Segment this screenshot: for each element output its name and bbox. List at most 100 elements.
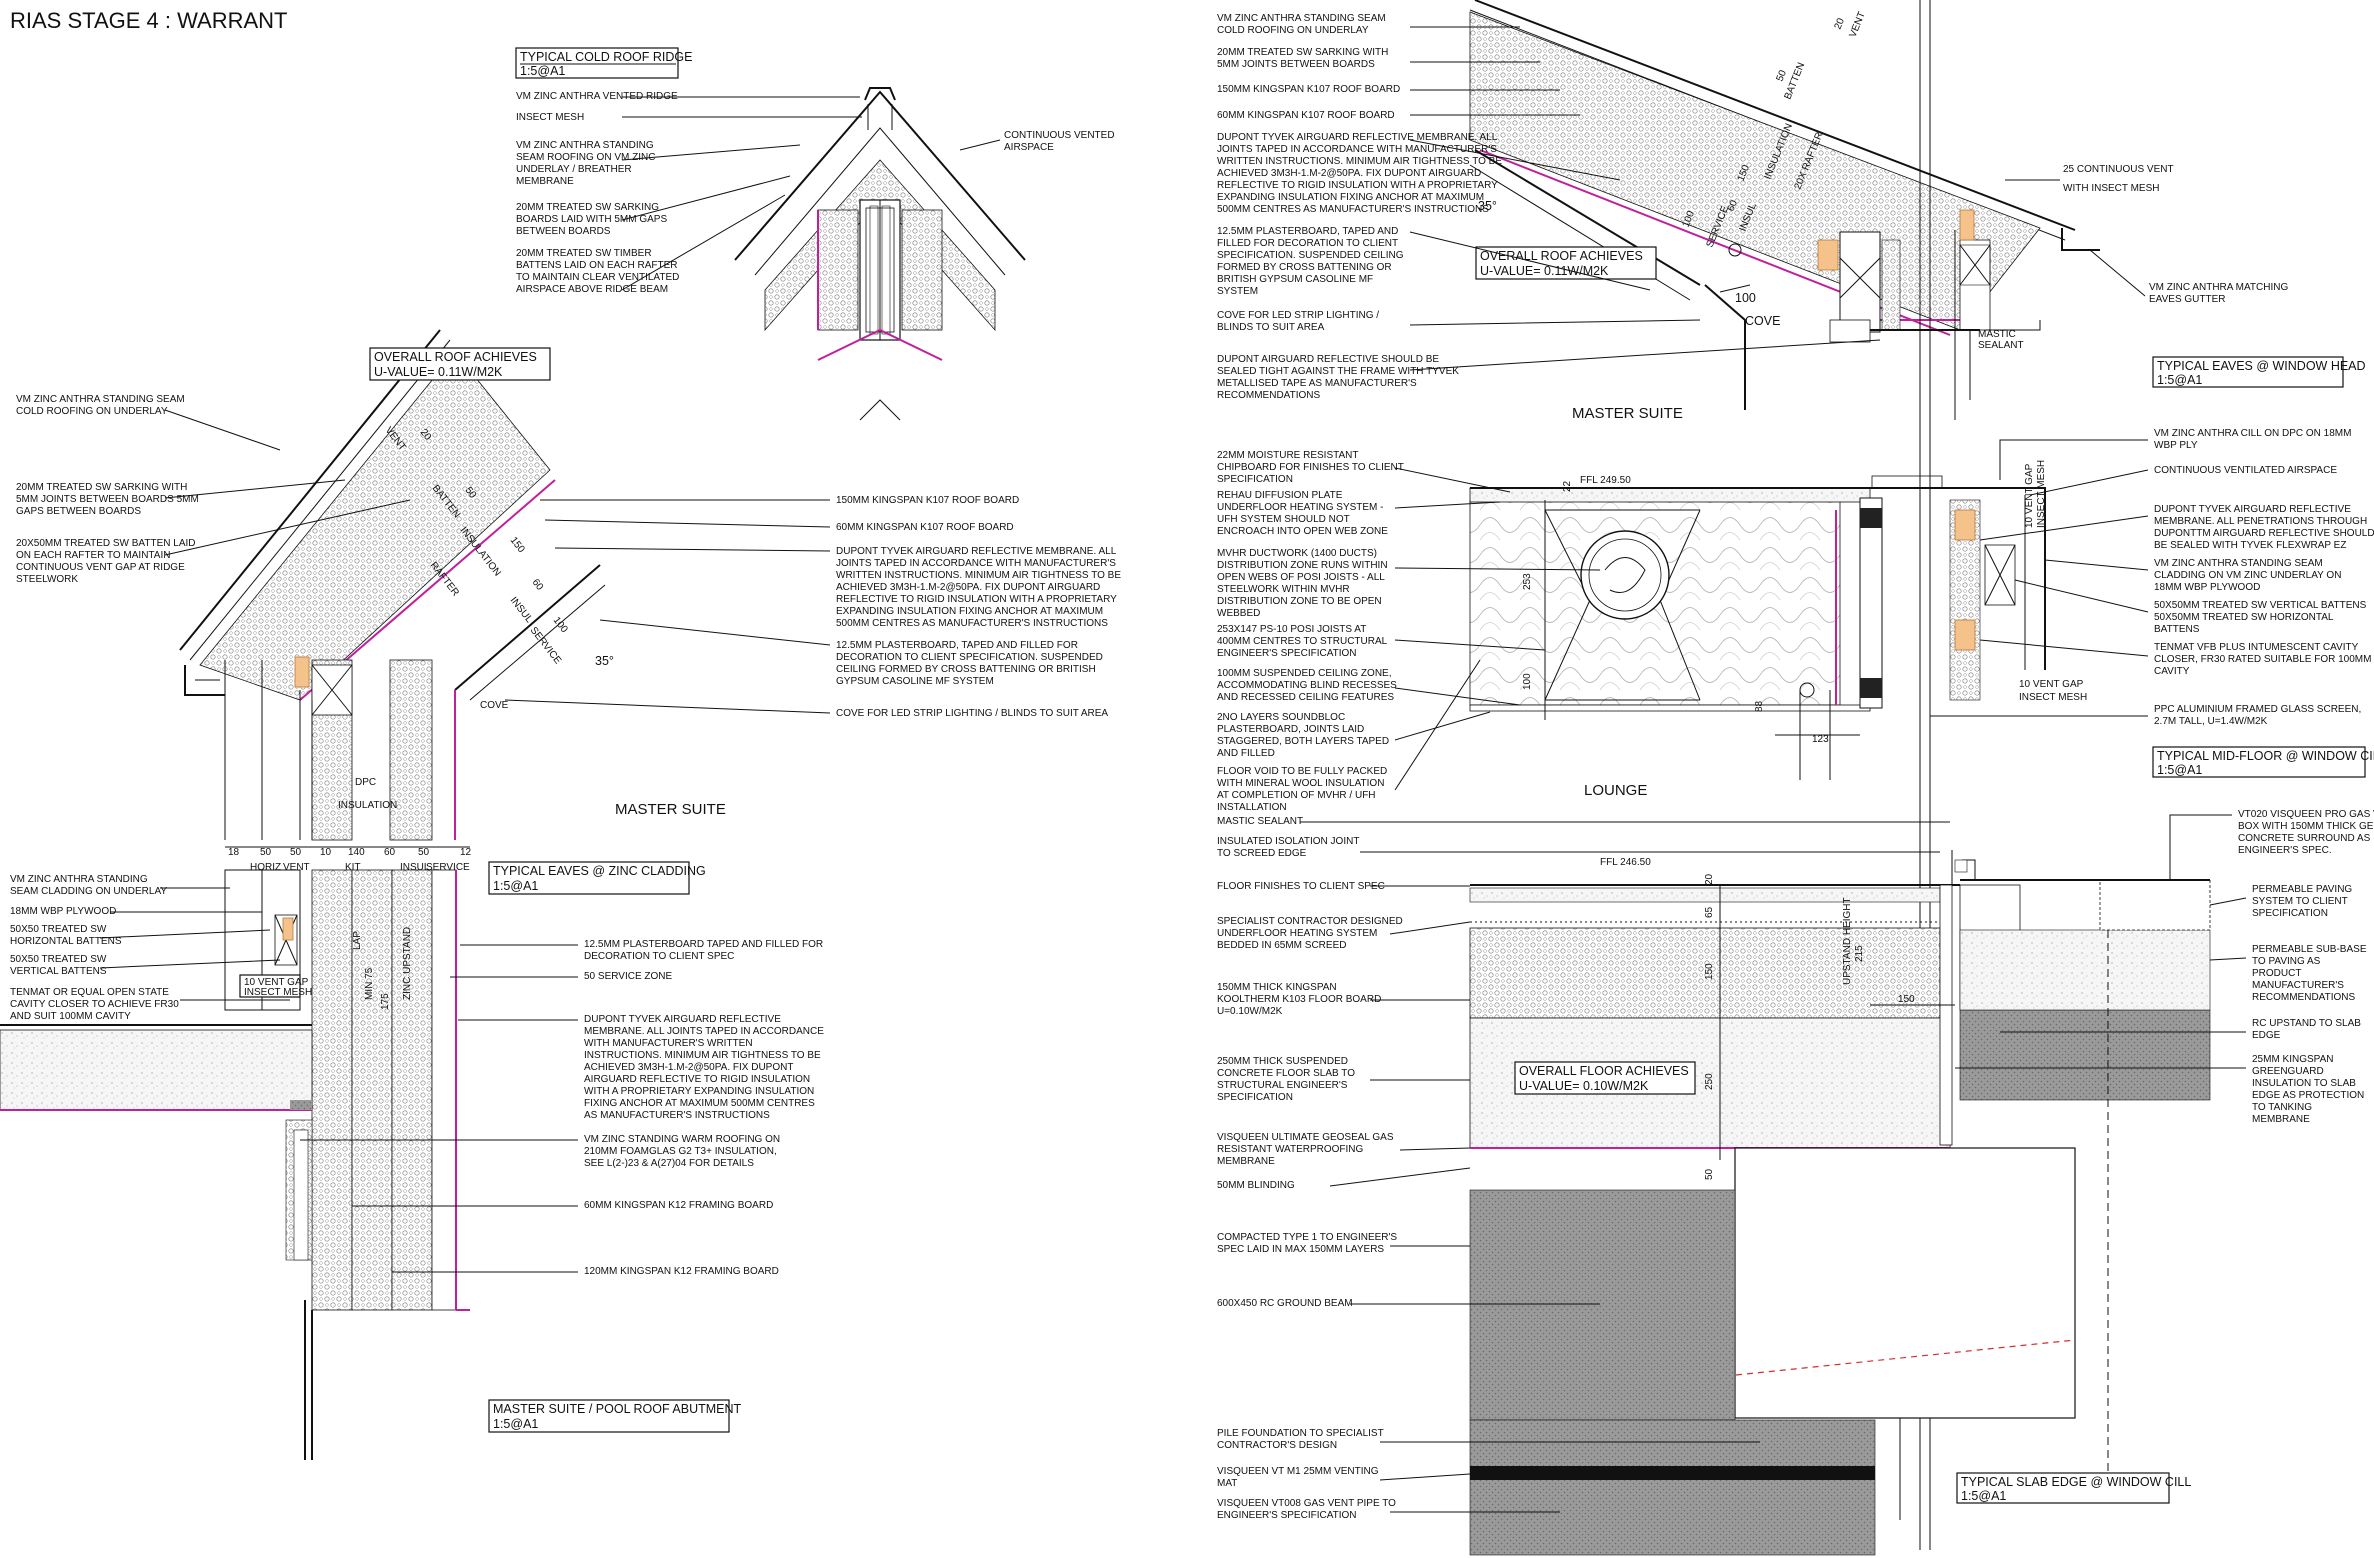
ffl-label: FFL 249.50 (1580, 475, 1631, 486)
eaves-zinc-title: TYPICAL EAVES @ ZINC CLADDING (493, 864, 706, 878)
note: RECOMMENDATIONS (2252, 992, 2355, 1003)
note: BOX WITH 150MM THICK GEN3 (2238, 821, 2374, 832)
note: BRITISH GYPSUM CASOLINE MF (1217, 274, 1373, 285)
note: PPC ALUMINIUM FRAMED GLASS SCREEN, (2154, 704, 2361, 715)
note: COVE FOR LED STRIP LIGHTING / BLINDS TO … (836, 708, 1108, 719)
note: INSULATED ISOLATION JOINT (1217, 836, 1359, 847)
ridge-right-note: AIRSPACE (1004, 142, 1054, 153)
note: WRITTEN INSTRUCTIONS. MINIMUM AIR TIGHTN… (1217, 156, 1502, 167)
eaves-zinc-right-notes: 150MM KINGSPAN K107 ROOF BOARD 60MM KING… (836, 495, 1121, 719)
ridge-note: VM ZINC ANTHRA VENTED RIDGE (516, 91, 678, 102)
layer-label: 60 (530, 577, 546, 593)
note: AIRGUARD REFLECTIVE TO RIGID INSULATION (584, 1074, 810, 1085)
note: 600X450 RC GROUND BEAM (1217, 1298, 1353, 1309)
upstand-dim: 175 (380, 993, 391, 1010)
note: MEMBRANE (2252, 1114, 2310, 1125)
slab-edge-detail: FFL 246.50 20 65 150 250 50 215 150 UPST… (1217, 809, 2374, 1556)
ridge-note: 20MM TREATED SW TIMBER (516, 248, 652, 259)
note: PLASTERBOARD, JOINTS LAID (1217, 724, 1364, 735)
note: CHIPBOARD FOR FINISHES TO CLIENT (1217, 462, 1404, 473)
note: 22MM MOISTURE RESISTANT (1217, 450, 1359, 461)
note: 500MM CENTRES AS MANUFACTURER'S INSTRUCT… (836, 618, 1108, 629)
note: EXPANDING INSULATION FIXING ANCHOR AT MA… (1217, 192, 1484, 203)
note: 25 CONTINUOUS VENT (2063, 164, 2174, 175)
note: ENCROACH INTO OPEN WEB ZONE (1217, 526, 1388, 537)
note: METALLISED TAPE AS MANUFACTURER'S (1217, 378, 1417, 389)
note: CEILING FORMED BY CROSS BATTENING OR BRI… (836, 664, 1096, 675)
note: 5MM JOINTS BETWEEN BOARDS 5MM (16, 494, 199, 505)
note: BATTENS (2154, 624, 2200, 635)
vent-tag: 10 VENT GAP (2024, 463, 2035, 528)
note: 210MM FOAMGLAS G2 T3+ INSULATION, (584, 1146, 777, 1157)
note: EDGE (2252, 1030, 2281, 1041)
dim-label: VENT (283, 862, 310, 873)
note: PILE FOUNDATION TO SPECIALIST (1217, 1428, 1384, 1439)
room-label: MASTER SUITE (1572, 405, 1683, 422)
dim-value: 215 (1854, 945, 1865, 962)
dim-value: 50 (1704, 1168, 1715, 1180)
note: OPEN WEBS OF POSI JOISTS - ALL (1217, 572, 1385, 583)
layer-label: VENT (1848, 10, 1868, 39)
layer-label: 60 (1726, 198, 1741, 213)
note: CONTRACTOR'S DESIGN (1217, 1440, 1337, 1451)
vent-tag: INSECT MESH (244, 987, 312, 998)
note: FLOOR VOID TO BE FULLY PACKED (1217, 766, 1387, 777)
note: CLADDING ON VM ZINC UNDERLAY ON (2154, 570, 2341, 581)
note: VISQUEEN VT008 GAS VENT PIPE TO (1217, 1498, 1396, 1509)
dim-value: 100 (1735, 291, 1756, 305)
note: AND RECESSED CEILING FEATURES (1217, 692, 1394, 703)
note: VT020 VISQUEEN PRO GAS VENT (2238, 809, 2374, 820)
dim-value: 88 (1754, 700, 1765, 712)
note: SPECIFICATION (1217, 1092, 1293, 1103)
note: KOOLTHERM K103 FLOOR BOARD (1217, 994, 1381, 1005)
dim-value: 140 (348, 847, 365, 858)
dim-value: 60 (384, 847, 396, 858)
note: 50X50 TREATED SW (10, 924, 107, 935)
note: GAPS BETWEEN BOARDS (16, 506, 141, 517)
dim-label: SERVICE (426, 862, 470, 873)
dim-value: 150 (1704, 963, 1715, 980)
note: PRODUCT (2252, 968, 2301, 979)
note: EDGE AS PROTECTION (2252, 1090, 2364, 1101)
ridge-note: BATTENS LAID ON EACH RAFTER (516, 260, 678, 271)
upstand-dim: LAP (352, 931, 363, 950)
note: SYSTEM (1217, 286, 1258, 297)
vent-tag: INSECT MESH (2019, 692, 2087, 703)
note: ENGINEER'S SPECIFICATION (1217, 1510, 1357, 1521)
u-value: U-VALUE= 0.11W/M2K (374, 365, 503, 379)
note: 25MM KINGSPAN (2252, 1054, 2334, 1065)
upstand-label: ZINC UPSTAND (402, 927, 413, 1000)
ridge-scale: 1:5@A1 (520, 64, 565, 78)
note: COVE FOR LED STRIP LIGHTING / (1217, 310, 1379, 321)
note: 60MM KINGSPAN K12 FRAMING BOARD (584, 1200, 773, 1211)
note: STAGGERED, BOTH LAYERS TAPED (1217, 736, 1389, 747)
dim-value: 123 (1812, 734, 1829, 745)
ridge-detail: TYPICAL COLD ROOF RIDGE 1:5@A1 VM ZINC A… (515, 47, 1115, 421)
note: VM ZINC ANTHRA STANDING SEAM (1217, 13, 1386, 24)
note: 500MM CENTRES AS MANUFACTURER'S INSTRUCT… (1217, 204, 1489, 215)
note: INSTRUCTIONS. MINIMUM AIR TIGHTNESS TO B… (584, 1050, 821, 1061)
note: DECORATION TO CLIENT SPECIFICATION. SUSP… (836, 652, 1103, 663)
dim-value: 253 (1522, 573, 1533, 590)
note: WITH MINERAL WOOL INSULATION (1217, 778, 1384, 789)
dim-value: 18 (228, 847, 240, 858)
dim-value: 50 (418, 847, 430, 858)
note: 20X50MM TREATED SW BATTEN LAID (16, 538, 195, 549)
mid-floor-dims: 22 253 100 88 123 (1522, 480, 1829, 745)
note: PERMEABLE PAVING (2252, 884, 2352, 895)
slab-edge-title: TYPICAL SLAB EDGE @ WINDOW CILL (1961, 1475, 2191, 1489)
note: 50X50MM TREATED SW VERTICAL BATTENS (2154, 600, 2367, 611)
ridge-note: UNDERLAY / BREATHER (516, 164, 632, 175)
dim-label: HORIZ (250, 862, 281, 873)
note: AND FILLED (1217, 748, 1275, 759)
note: UNDERFLOOR HEATING SYSTEM - (1217, 502, 1384, 513)
note: SEE L(2-)23 & A(27)04 FOR DETAILS (584, 1158, 754, 1169)
note: VM ZINC STANDING WARM ROOFING ON (584, 1134, 780, 1145)
note: 60MM KINGSPAN K107 ROOF BOARD (1217, 110, 1395, 121)
note: TO PAVING AS (2252, 956, 2321, 967)
note: ACHIEVED 3M3H-1.M-2@50PA. FIX DUPONT (584, 1062, 793, 1073)
note: ACCOMMODATING BLIND RECESSES (1217, 680, 1397, 691)
mid-floor-scale: 1:5@A1 (2157, 763, 2202, 777)
note: WBP PLY (2154, 440, 2198, 451)
eaves-zinc-left-notes: VM ZINC ANTHRA STANDING SEAM COLD ROOFIN… (16, 394, 199, 585)
